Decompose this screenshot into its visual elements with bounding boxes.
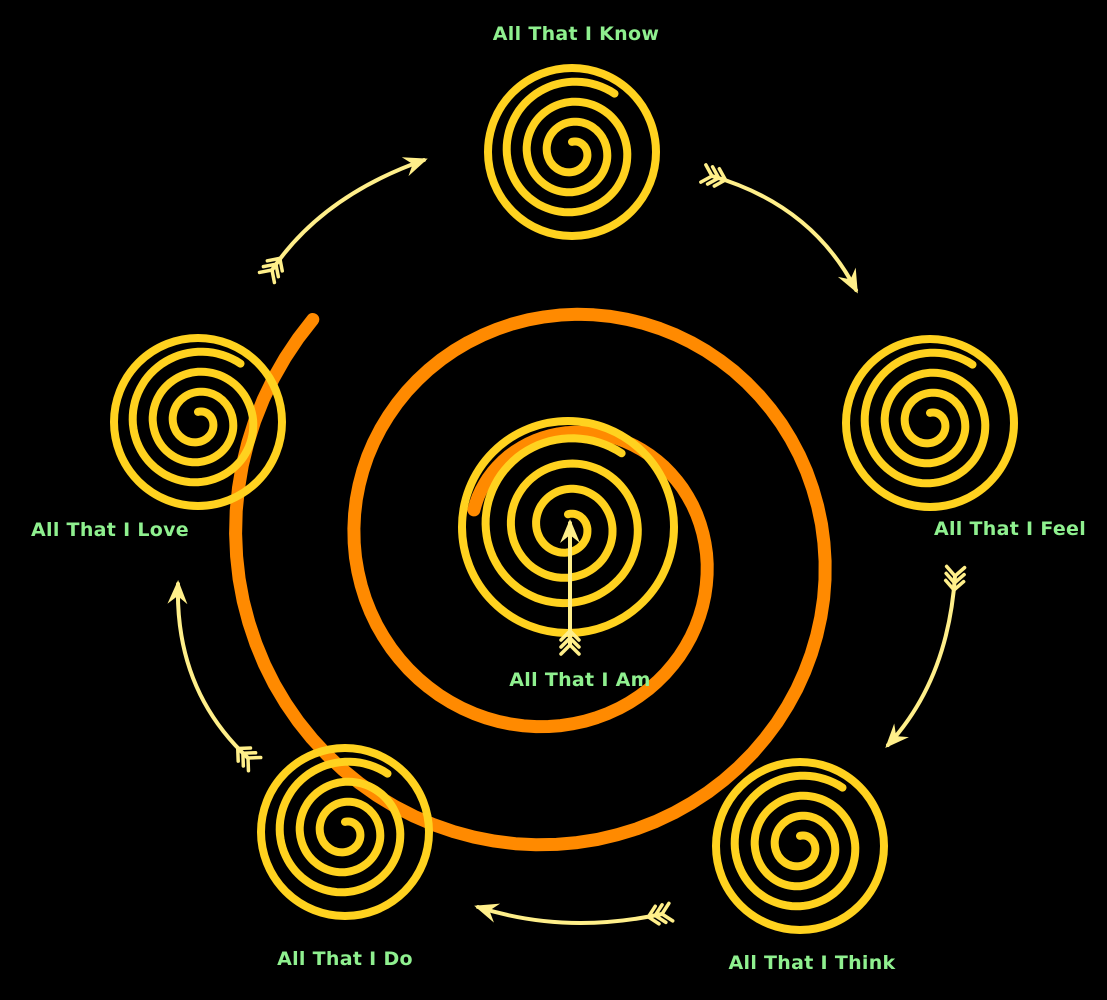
spiral-icon xyxy=(484,64,660,240)
arrow-fletching xyxy=(704,163,714,178)
arrow-fletching xyxy=(712,178,728,188)
arrow-fletching xyxy=(559,643,572,656)
arrow-fletching xyxy=(944,564,957,578)
label-center: All That I Am xyxy=(509,669,650,691)
arrow-head xyxy=(560,519,580,543)
arrow-fletching xyxy=(568,636,581,649)
label-feel: All That I Feel xyxy=(934,518,1086,540)
arrow-feel-to-think-icon xyxy=(885,564,967,748)
arrow-shaft xyxy=(270,158,426,272)
arrow-fletching xyxy=(710,165,721,180)
arrow-fletching xyxy=(653,903,664,918)
arrow-fletching xyxy=(646,904,657,919)
label-love: All That I Love xyxy=(31,519,189,541)
arrow-fletching xyxy=(944,571,957,585)
arrow-fletching xyxy=(699,174,714,184)
arrow-think-to-do-icon xyxy=(474,901,675,926)
arrow-shaft xyxy=(710,174,858,292)
arrow-fletching xyxy=(270,268,277,285)
main-spiral xyxy=(229,307,832,852)
arrow-fletching xyxy=(660,901,671,916)
arrow-love-to-know-icon xyxy=(257,157,428,285)
arrow-head xyxy=(474,903,501,923)
arrow-fletching xyxy=(952,572,966,585)
spiral-rim xyxy=(842,335,1018,511)
arrow-do-to-love-icon xyxy=(167,580,263,773)
arrow-fletching xyxy=(278,256,285,273)
arrow-fletching xyxy=(568,629,581,642)
spiral-coil xyxy=(502,77,632,217)
spiral-rim xyxy=(257,744,433,920)
spiral-rim xyxy=(484,64,660,240)
arrow-shaft xyxy=(886,574,957,747)
arrow-head xyxy=(837,267,858,294)
arrow-head xyxy=(167,580,188,605)
spiral-icon xyxy=(110,334,286,510)
arrow-fletching xyxy=(265,256,282,263)
arrow-fletching xyxy=(261,262,278,269)
label-think: All That I Think xyxy=(729,952,896,974)
arrow-fletching xyxy=(646,915,661,926)
arrow-fletching xyxy=(274,262,281,279)
arrow-fletching xyxy=(660,912,675,923)
arrow-shaft xyxy=(476,905,664,925)
arrow-fletching xyxy=(257,268,274,275)
arrow-fletching xyxy=(953,565,967,578)
arrow-head xyxy=(401,157,428,177)
label-know: All That I Know xyxy=(493,23,659,45)
arrow-shaft xyxy=(175,582,250,760)
spiral-coil xyxy=(860,348,990,488)
label-do: All That I Do xyxy=(277,948,413,970)
spiral-coil xyxy=(275,757,405,897)
arrow-head xyxy=(885,723,909,748)
spiral-rim xyxy=(712,758,888,934)
spiral-rim xyxy=(110,334,286,510)
arrow-fletching xyxy=(559,636,572,649)
arrow-fletching xyxy=(717,166,728,182)
arrow-fletching xyxy=(952,579,966,592)
arrow-fletching xyxy=(559,629,572,642)
arrow-fletching xyxy=(653,913,668,925)
spiral-icon xyxy=(842,335,1018,511)
up-arrow-icon xyxy=(559,519,581,656)
spiral-icon xyxy=(712,758,888,934)
arrow-fletching xyxy=(568,643,581,656)
spiral-icon xyxy=(257,744,433,920)
arrow-fletching xyxy=(943,578,956,592)
arrow-know-to-feel-icon xyxy=(699,163,858,294)
spiral-coil xyxy=(481,434,642,608)
spiral-coil xyxy=(730,771,860,911)
arrow-fletching xyxy=(705,176,721,186)
spiral-coil xyxy=(128,347,258,487)
